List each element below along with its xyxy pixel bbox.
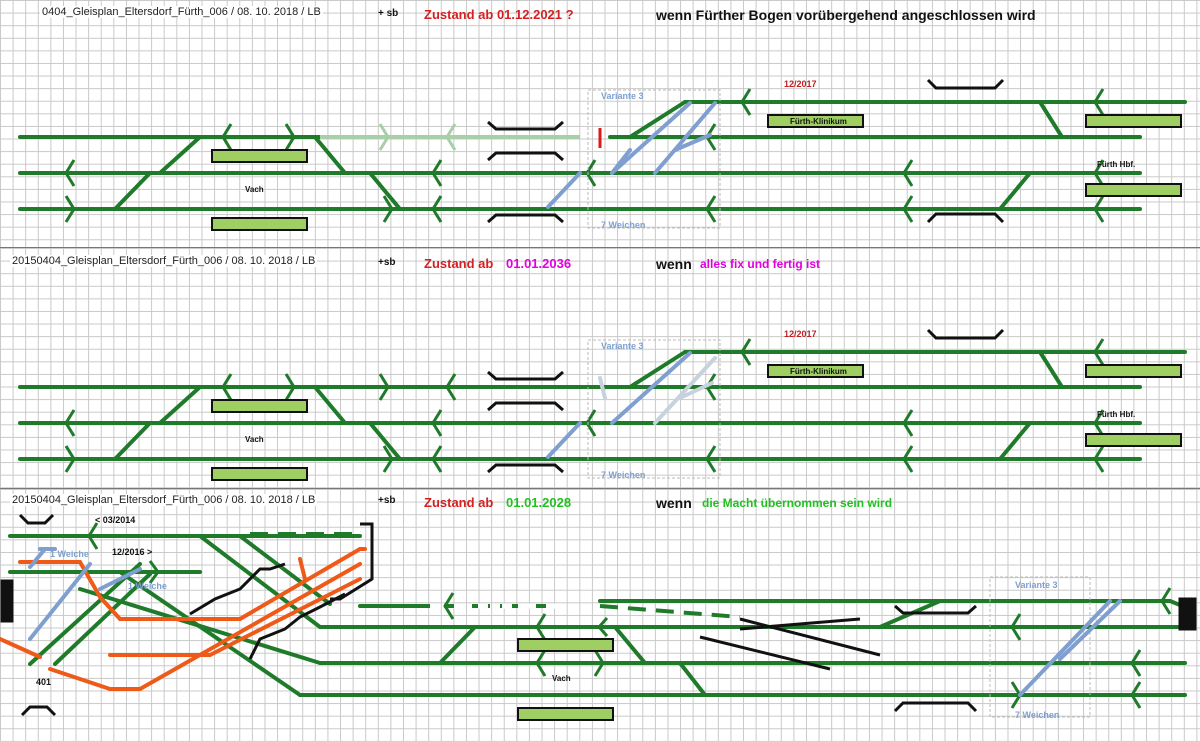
- signal-chevrons: [64, 88, 1105, 223]
- svg-text:1 Weiche: 1 Weiche: [50, 549, 89, 559]
- platforms: [211, 114, 1182, 231]
- file-label: 20150404_Gleisplan_Eltersdorf_Fürth_006 …: [10, 255, 318, 267]
- svg-text:Vach: Vach: [552, 674, 571, 683]
- svg-text:7 Weichen: 7 Weichen: [1015, 710, 1059, 720]
- svg-text:7 Weichen: 7 Weichen: [601, 470, 645, 480]
- condition-label: wenn: [656, 495, 692, 511]
- condition-label: wenn Fürther Bogen vorübergehend angesch…: [656, 7, 1036, 23]
- switches-label: 7 Weichen: [601, 220, 645, 230]
- station-label-klinikum: Fürth-Klinikum: [790, 117, 847, 126]
- existing-lines: [0, 513, 1197, 717]
- condition-text: alles fix und fertig ist: [700, 257, 821, 271]
- svg-text:Fürth Hbf.: Fürth Hbf.: [1097, 410, 1135, 419]
- station-label-hbf: Fürth Hbf.: [1097, 160, 1135, 169]
- svg-text:Variante 3: Variante 3: [1015, 580, 1058, 590]
- svg-text:Vach: Vach: [245, 435, 264, 444]
- track-plan-panel-3: 20150404_Gleisplan_Eltersdorf_Fürth_006 …: [0, 489, 1200, 741]
- sb-label: +sb: [378, 257, 396, 268]
- condition-text: die Macht übernommen sein wird: [702, 496, 893, 510]
- sb-label: + sb: [378, 8, 399, 19]
- new-route-tracks: [0, 547, 367, 691]
- state-date: 01.01.2028: [506, 495, 572, 510]
- file-label: 0404_Gleisplan_Eltersdorf_Fürth_006 / 08…: [40, 6, 323, 18]
- condition-label: wenn: [656, 256, 692, 272]
- track-layout-3: < 03/2014 12/2016 > 1 Weiche 1 Weiche 40…: [0, 513, 1197, 721]
- buffer-brackets: [487, 78, 1005, 224]
- track-layout-1: Variante 3 7 Weichen 12/2017 Fürth-Klini…: [18, 78, 1187, 231]
- svg-text:401: 401: [36, 677, 51, 687]
- state-label: Zustand ab: [424, 256, 494, 271]
- track-plan-panel-2: 20150404_Gleisplan_Eltersdorf_Fürth_006 …: [0, 248, 1200, 488]
- svg-text:< 03/2014: < 03/2014: [95, 515, 135, 525]
- track-plan-panel-1: 0404_Gleisplan_Eltersdorf_Fürth_006 / 08…: [0, 0, 1200, 247]
- station-label-vach: Vach: [245, 185, 264, 194]
- svg-text:12/2016 >: 12/2016 >: [112, 547, 152, 557]
- svg-text:12/2017: 12/2017: [784, 329, 817, 339]
- track-layout-2: Variante 3 7 Weichen 12/2017 Fürth-Klini…: [18, 328, 1187, 481]
- variant-label: Variante 3: [601, 91, 644, 101]
- date-label: 12/2017: [784, 79, 817, 89]
- sb-label: +sb: [378, 495, 396, 506]
- file-label: 20150404_Gleisplan_Eltersdorf_Fürth_006 …: [10, 494, 318, 506]
- svg-text:1 Weiche: 1 Weiche: [128, 581, 167, 591]
- state-label: Zustand ab: [424, 495, 494, 510]
- state-date: 01.01.2036: [506, 256, 572, 271]
- svg-text:Fürth-Klinikum: Fürth-Klinikum: [790, 367, 847, 376]
- state-label: Zustand ab 01.12.2021 ?: [424, 7, 574, 22]
- svg-text:Variante 3: Variante 3: [601, 341, 644, 351]
- variant-tracks: [546, 101, 717, 209]
